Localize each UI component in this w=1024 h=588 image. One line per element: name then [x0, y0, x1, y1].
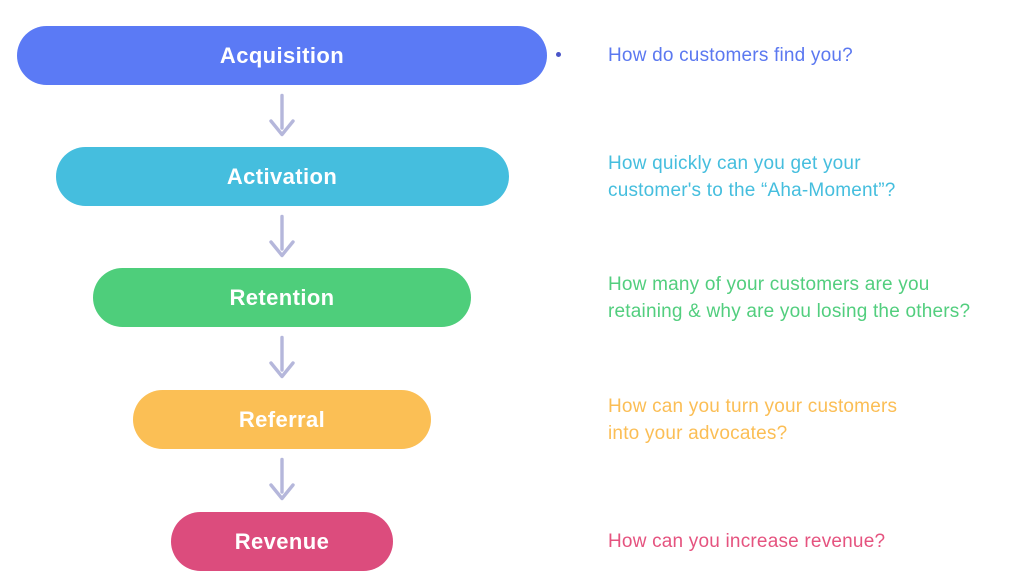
stage-label-retention: Retention — [229, 284, 335, 310]
description-line: How many of your customers are you — [608, 273, 930, 295]
stage-label-activation: Activation — [226, 163, 338, 189]
stage-pill-referral: Referral — [133, 390, 431, 449]
stage-description-retention: How many of your customers are you retain… — [608, 268, 970, 327]
stage-description-acquisition: How do customers find you? — [608, 26, 853, 85]
description-line: How can you turn your customers — [608, 395, 898, 417]
description-line: customer's to the “Aha-Moment”? — [608, 179, 896, 201]
stage-pill-acquisition: Acquisition — [17, 26, 547, 85]
stage-pill-activation: Activation — [55, 147, 509, 206]
stage-label-acquisition: Acquisition — [219, 42, 345, 68]
description-line: How quickly can you get your — [608, 152, 861, 174]
stage-description-referral: How can you turn your customers into your… — [608, 390, 897, 449]
down-arrow-icon — [269, 214, 295, 258]
stage-label-revenue: Revenue — [234, 528, 330, 554]
down-arrow-icon — [269, 93, 295, 137]
description-line: How can you increase revenue? — [608, 531, 886, 552]
stage-pill-retention: Retention — [93, 268, 471, 327]
description-line: into your advocates? — [608, 422, 788, 444]
stage-description-revenue: How can you increase revenue? — [608, 512, 885, 571]
stage-label-referral: Referral — [238, 406, 326, 432]
stage-pill-revenue: Revenue — [171, 512, 393, 571]
separator-dot — [556, 52, 561, 57]
down-arrow-icon — [269, 335, 295, 379]
down-arrow-icon — [269, 457, 295, 501]
stage-description-activation: How quickly can you get your customer's t… — [608, 147, 896, 206]
description-line: retaining & why are you losing the other… — [608, 300, 971, 322]
description-line: How do customers find you? — [608, 45, 853, 66]
